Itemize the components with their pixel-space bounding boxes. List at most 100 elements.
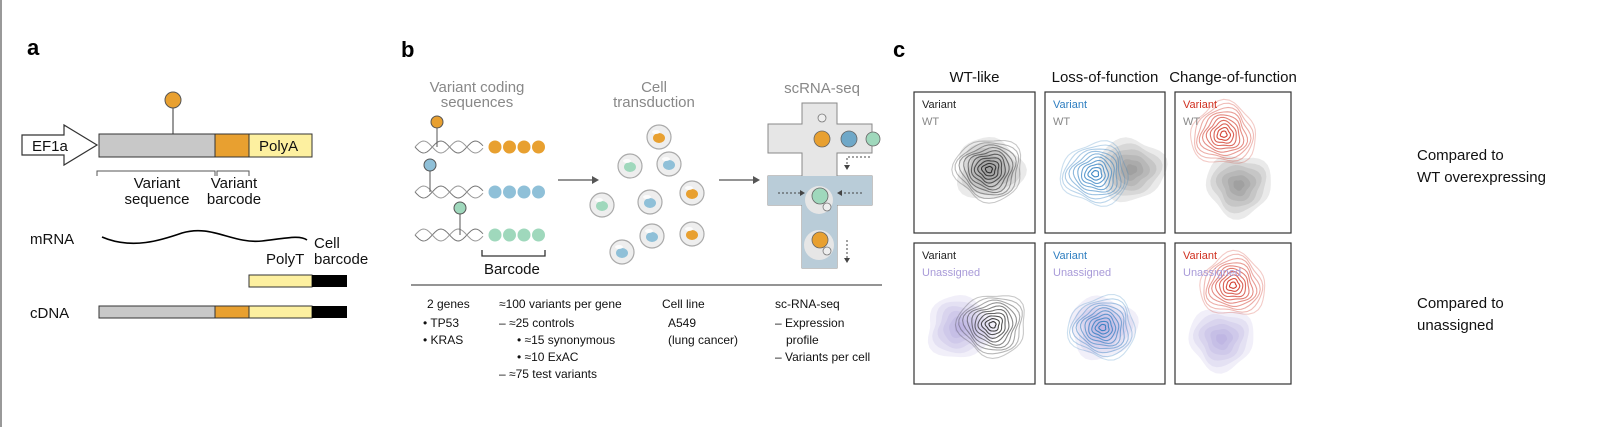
step-coding-title-1: Variant coding bbox=[430, 79, 525, 96]
barcode-bracket bbox=[481, 250, 546, 257]
barcode-dot bbox=[488, 228, 502, 242]
panel-letter-b: b bbox=[401, 37, 414, 62]
barcode-dot bbox=[503, 228, 516, 242]
variant-sequence-block bbox=[98, 133, 216, 158]
variant-lollipop-icon bbox=[453, 201, 467, 215]
cell-barcode-label-2: barcode bbox=[314, 251, 368, 268]
polyt-block bbox=[248, 274, 313, 288]
step-transduction-title-1: Cell bbox=[641, 79, 667, 96]
summary-line: • ≈15 synonymous bbox=[517, 333, 615, 347]
column-title: Loss-of-function bbox=[1052, 69, 1159, 86]
cell-icon bbox=[589, 192, 615, 218]
barcode-dot bbox=[517, 140, 531, 154]
variant-lollipop-icon bbox=[430, 115, 444, 129]
summary-line: • TP53 bbox=[423, 316, 459, 330]
cell-icon bbox=[617, 153, 643, 179]
barcode-dot bbox=[488, 185, 502, 199]
barcode-dot bbox=[503, 185, 516, 199]
transduced-cells bbox=[589, 124, 705, 265]
summary-heading: ≈100 variants per gene bbox=[499, 297, 622, 311]
cell-icon bbox=[679, 180, 705, 206]
variant-lollipop-icon bbox=[164, 91, 182, 109]
row-label: Compared to bbox=[1417, 147, 1504, 164]
variant-lollipop-icon bbox=[423, 158, 437, 172]
barcode-label: Barcode bbox=[484, 261, 540, 278]
barcode-dot bbox=[517, 228, 531, 242]
region-brackets bbox=[96, 170, 250, 176]
variant-legend: Variant bbox=[1183, 99, 1217, 111]
promoter-arrow bbox=[21, 123, 99, 167]
arrow-1-icon bbox=[558, 176, 599, 184]
panel-letter-a: a bbox=[27, 35, 40, 60]
summary-line: A549 bbox=[668, 316, 696, 330]
step-coding-title-2: sequences bbox=[441, 94, 514, 111]
variant-sequence-label-2: sequence bbox=[124, 191, 189, 208]
panel-b: b Variant coding sequences Cell transduc… bbox=[401, 37, 882, 381]
step-scrna-title: scRNA-seq bbox=[784, 80, 860, 97]
summary-line: • KRAS bbox=[423, 333, 463, 347]
column-title: Change-of-function bbox=[1169, 69, 1297, 86]
summary-heading: 2 genes bbox=[427, 297, 470, 311]
variant-legend: Variant bbox=[1053, 99, 1087, 111]
variant-barcode-label-2: barcode bbox=[207, 191, 261, 208]
summary-line: – Variants per cell bbox=[775, 350, 870, 364]
reference-legend: WT bbox=[1183, 116, 1200, 128]
variant-construct bbox=[414, 201, 545, 242]
variant-legend: Variant bbox=[1183, 250, 1217, 262]
cell-barcode-block bbox=[312, 275, 347, 287]
column-title: WT-like bbox=[950, 69, 1000, 86]
cell-icon bbox=[656, 151, 682, 177]
variant-legend: Variant bbox=[1053, 250, 1087, 262]
summary-heading: Cell line bbox=[662, 297, 705, 311]
summary-line: – ≈25 controls bbox=[499, 316, 574, 330]
reference-legend: Unassigned bbox=[1183, 267, 1241, 279]
summary-heading: sc-RNA-seq bbox=[775, 297, 840, 311]
cell-icon bbox=[639, 223, 665, 249]
barcode-dot bbox=[488, 140, 502, 154]
variant-construct bbox=[414, 115, 545, 154]
variant-sequence-label-1: Variant bbox=[134, 175, 181, 192]
barcode-dot bbox=[532, 228, 545, 242]
variant-legend: Variant bbox=[922, 99, 956, 111]
polya-label: PolyA bbox=[259, 138, 298, 155]
row-label: Compared to bbox=[1417, 295, 1504, 312]
cdna-label: cDNA bbox=[30, 305, 69, 322]
barcode-dot bbox=[532, 185, 545, 199]
variant-barcode-label-1: Variant bbox=[211, 175, 258, 192]
mrna-label: mRNA bbox=[30, 231, 74, 248]
summary-line: profile bbox=[786, 333, 819, 347]
microfluidic-device bbox=[767, 102, 881, 269]
panel-a: a EF1a PolyA Variant sequence Variant ba… bbox=[21, 35, 368, 322]
cell-barcode-label-1: Cell bbox=[314, 235, 340, 252]
reference-legend: WT bbox=[922, 116, 939, 128]
variant-construct bbox=[414, 158, 545, 199]
panel-letter-c: c bbox=[893, 37, 905, 62]
reference-legend: Unassigned bbox=[1053, 267, 1111, 279]
variant-legend: Variant bbox=[922, 250, 956, 262]
variant-constructs bbox=[414, 115, 545, 242]
step-transduction-title-2: transduction bbox=[613, 94, 695, 111]
experiment-summary: 2 genes • TP53 • KRAS ≈100 variants per gen… bbox=[423, 297, 870, 381]
cell-icon bbox=[637, 189, 663, 215]
arrow-2-icon bbox=[719, 176, 760, 184]
summary-line: – ≈75 test variants bbox=[499, 367, 597, 381]
barcode-dot bbox=[532, 140, 545, 154]
promoter-label: EF1a bbox=[32, 138, 69, 155]
barcode-dot bbox=[503, 140, 516, 154]
panel-c: c WT-like Loss-of-function Change-of-funct… bbox=[893, 37, 1546, 385]
cell-icon bbox=[609, 239, 635, 265]
variant-barcode-block bbox=[214, 133, 250, 158]
barcode-dot bbox=[517, 185, 531, 199]
row-label: WT overexpressing bbox=[1417, 169, 1546, 186]
reference-legend: WT bbox=[1053, 116, 1070, 128]
reference-legend: Unassigned bbox=[922, 267, 980, 279]
cell-icon bbox=[679, 221, 705, 247]
summary-line: (lung cancer) bbox=[668, 333, 738, 347]
